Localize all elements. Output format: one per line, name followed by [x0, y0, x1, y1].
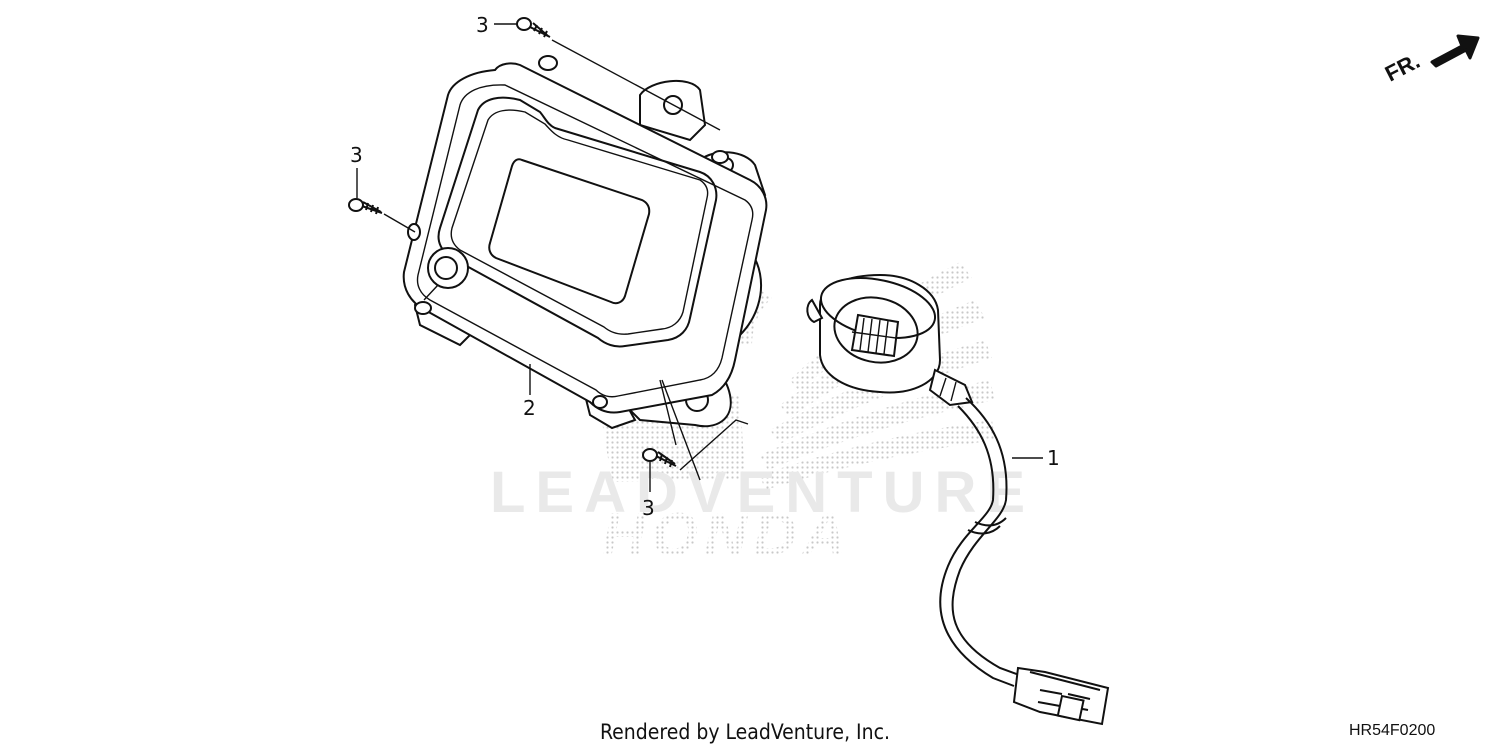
mode-button-stem: [423, 284, 439, 301]
watermark-honda: HONDA: [602, 501, 852, 568]
wire-harness: [806, 273, 1110, 726]
guide-line-bottom: [659, 379, 749, 481]
cable-outer: [951, 397, 1023, 677]
socket-tab: [806, 298, 824, 324]
mounting-hole-top: [663, 95, 683, 115]
meter-rim: [416, 84, 754, 398]
strain-relief-ribs: [939, 377, 957, 402]
meter-assembly: [402, 55, 768, 430]
footer-credit: Rendered by LeadVenture, Inc.: [600, 720, 890, 744]
boss-right: [711, 150, 729, 164]
meter-face-inner: [450, 109, 709, 335]
front-direction-indicator: FR.: [1381, 34, 1480, 86]
arrow-right-icon: [1430, 34, 1480, 68]
guide-line-top: [551, 39, 721, 131]
diagram-code: HR54F0200: [1349, 722, 1435, 739]
meter-face: [437, 96, 718, 348]
socket-opening: [833, 296, 919, 364]
cable-break: [967, 517, 1007, 535]
strain-relief: [928, 368, 974, 407]
cable-inner: [939, 405, 1015, 687]
boss-bottom: [592, 395, 608, 409]
connector-latch: [1056, 694, 1085, 722]
callout-part-3-bottom: 3: [642, 496, 655, 520]
screw-top: [516, 17, 551, 38]
callout-part-3-left: 3: [350, 143, 363, 167]
mode-button-center: [434, 256, 458, 280]
mode-button: [427, 247, 469, 289]
connector-ribs: [1029, 671, 1101, 711]
callout-part-1: 1: [1047, 446, 1060, 470]
guide-line-left: [383, 213, 416, 233]
screw-bottom: [642, 448, 677, 468]
callout-part-3-top: 3: [476, 13, 489, 37]
watermark-leadventure: LEADVENTURE: [490, 460, 1035, 525]
lcd-display: [488, 158, 651, 305]
screw-left: [348, 198, 383, 215]
direction-label: FR.: [1381, 48, 1424, 86]
callout-part-2: 2: [523, 396, 536, 420]
boss-bottom-left: [414, 301, 432, 315]
boss-top: [538, 55, 558, 71]
terminal-pins: [851, 317, 897, 355]
